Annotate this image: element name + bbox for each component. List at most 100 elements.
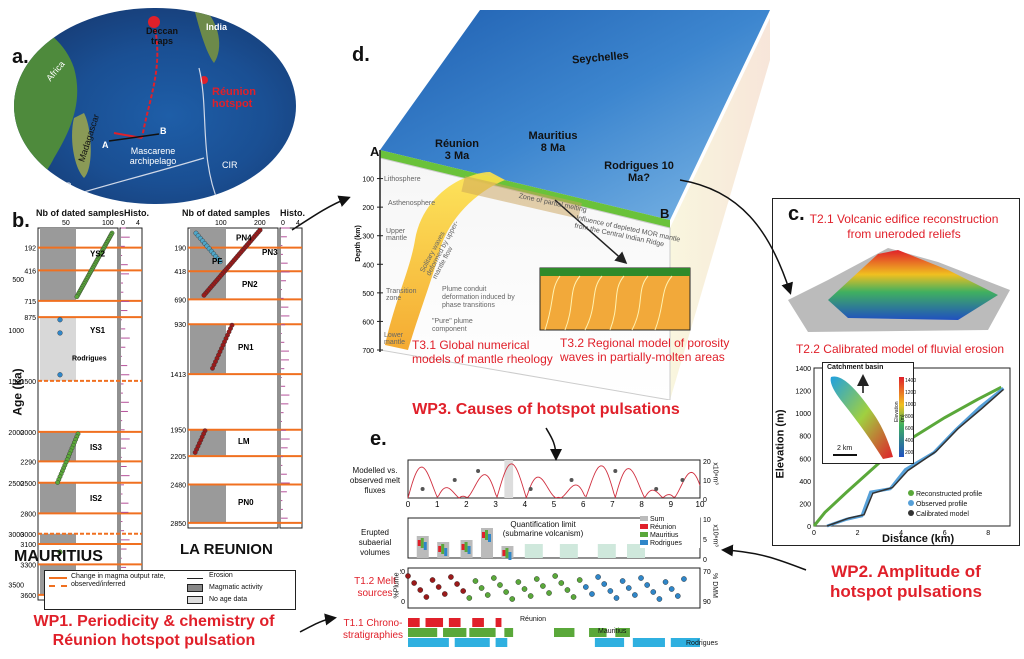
- porosity-wave-lines: [544, 275, 673, 331]
- reunion-age-tick: 2205: [170, 454, 186, 461]
- label-mauritius-age: Mauritius 8 Ma: [528, 130, 578, 154]
- mauritius-age-tick: 1500: [20, 379, 36, 386]
- reunion-age-tick: 2850: [170, 521, 186, 528]
- mauritius-xtick: 50: [62, 220, 70, 227]
- row1-observed-point: [569, 478, 574, 482]
- row1-xtick: 5: [552, 500, 557, 509]
- mauritius-phase-label: YS2: [90, 249, 106, 258]
- row2-mauritius-bar: [420, 538, 424, 548]
- row4-mauritius-bar: [504, 628, 514, 637]
- reunion-age-tick: 1413: [170, 372, 186, 379]
- mauritius-title: MAURITIUS: [14, 548, 103, 565]
- reunion-age-tick: 190: [174, 246, 186, 253]
- legend-magmatic-label: Magmatic activity: [209, 584, 263, 591]
- reunion-histo-tick: 4: [296, 220, 300, 227]
- reunion-header-samples: Nb of dated samples: [182, 208, 271, 218]
- mauritius-header-histo: Histo.: [124, 208, 150, 218]
- row1-xtick: 7: [610, 500, 615, 509]
- row2-submarine-bar: [559, 544, 578, 558]
- row1-ytick: 10: [703, 478, 711, 485]
- erosion-ytick: 1000: [795, 411, 811, 418]
- india-landmass: [194, 8, 220, 63]
- row2-unit: x10⁶m³: [711, 524, 719, 547]
- legend-row-calibrated: Calibrated model: [908, 510, 1012, 520]
- legend-row-observed: Observed profile: [908, 500, 1012, 510]
- reunion-histo-tick: 0: [281, 220, 285, 227]
- lithosphere-edge: [380, 150, 670, 228]
- mauritius-sample-point: [57, 372, 63, 378]
- mauritius-phase-label: Rodrigues: [72, 355, 107, 362]
- row3-melt-source-point: [601, 581, 608, 587]
- mauritius-age-tick: 3100: [20, 542, 36, 549]
- row2-submarine-bar: [524, 544, 543, 558]
- hotspot-track: [141, 22, 159, 139]
- erosion-xtick: 8: [986, 530, 990, 537]
- legend-noage-swatch: [187, 596, 203, 604]
- reunion-title: LA REUNION: [180, 541, 273, 558]
- reunion-sample-point: [192, 450, 198, 455]
- row4-rodrigues-bar: [632, 638, 665, 647]
- row1-observed-point: [476, 469, 481, 473]
- legend-dot-calibrated: [908, 510, 914, 516]
- section-line-ab: [108, 133, 160, 142]
- row4-rodrigues-bar: [408, 638, 449, 647]
- reunion-xtick: 200: [254, 220, 266, 227]
- row3-melt-source-point: [417, 587, 424, 593]
- legend-erosion-swatch: [187, 573, 203, 579]
- mauritius-age-tick: 3300: [20, 562, 36, 569]
- erosion-ylabel: Elevation (m): [774, 409, 787, 479]
- row2-ytick: 10: [703, 517, 711, 524]
- reunion-age-tick: 930: [174, 322, 186, 329]
- mauritius-magmatic-block: [40, 317, 76, 381]
- row1-xtick: 6: [581, 500, 586, 509]
- erosion-ytick: 800: [799, 434, 811, 441]
- row4-rodrigues-bar: [454, 638, 490, 647]
- row2-rodrigues-bar: [467, 546, 471, 554]
- row3-melt-source-point: [668, 586, 675, 592]
- reunion-xtick: 100: [215, 220, 227, 227]
- label-b: B: [160, 126, 167, 136]
- label-mascarene: Mascarene archipelago: [129, 146, 177, 166]
- inset-tick-2: 1000: [905, 402, 917, 408]
- row2-note: Quantification limit (submarine volcanis…: [502, 520, 584, 538]
- row4-reunion-bar: [448, 618, 461, 627]
- row4-reunion-bar: [408, 618, 420, 627]
- row1-xtick: 10: [696, 500, 705, 509]
- reunion-histo-frame: [279, 227, 303, 529]
- mauritius-header-samples: Nb of dated samples: [36, 208, 125, 218]
- label-t22: T2.2 Calibrated model of fluvial erosion: [795, 342, 1005, 356]
- age-axis-tick: 2000: [8, 430, 24, 437]
- row3-melt-source-point: [675, 593, 681, 599]
- row3-melt-source-point: [497, 582, 503, 588]
- reunion-sample-point: [210, 365, 215, 371]
- row4-mauritius: Mauritius: [598, 628, 627, 635]
- row4-mauritius-bar: [589, 628, 607, 637]
- row3-melt-source-point: [484, 592, 491, 598]
- mauritius-sample-point: [74, 294, 80, 300]
- row2-rodrigues-bar: [444, 548, 448, 556]
- panel-b-letter: b.: [12, 210, 30, 232]
- cir-ridge: [198, 67, 220, 204]
- row1-xtick: 9: [669, 500, 674, 509]
- row3-melt-source-point: [521, 586, 528, 592]
- row3-melt-source-point: [662, 579, 669, 585]
- row2-legend-reunion: Réunion: [640, 524, 700, 532]
- row3-melt-source-point: [435, 584, 442, 590]
- row3-melt-source-point: [558, 580, 565, 586]
- reunion-phase-label: PN4: [236, 233, 252, 242]
- mauritius-phase-label: IS3: [90, 443, 103, 452]
- row3-melt-source-point: [466, 595, 473, 601]
- ocean-surface: [380, 10, 770, 220]
- row3-melt-source-point: [533, 576, 540, 582]
- heading-wp1: WP1. Periodicity & chemistry of Réunion …: [33, 613, 275, 649]
- row4-rodrigues-bar: [495, 638, 508, 647]
- row2-legend-sum: Sum: [640, 516, 700, 524]
- depth-tick-label: 700: [362, 348, 374, 355]
- mauritius-age-tick: 2000: [20, 430, 36, 437]
- arrow-wp2-to-e: [721, 544, 807, 571]
- inset-tick-6: 200: [905, 450, 914, 456]
- row3-melt-source-point: [632, 592, 638, 598]
- row1-xtick: 2: [464, 500, 469, 509]
- label-reunion-age: Réunion 3 Ma: [435, 138, 479, 162]
- section-label-b: B: [660, 206, 670, 221]
